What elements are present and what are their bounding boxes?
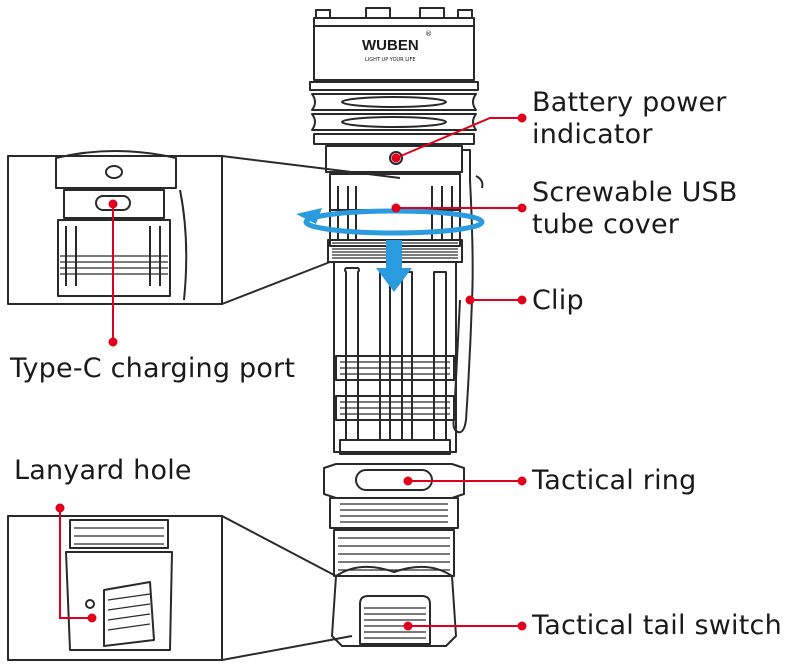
brand-registered-mark: ®: [425, 30, 432, 38]
tail-switch-label: Tactical tail switch: [532, 610, 782, 641]
rotate-arrow-icon: [296, 208, 485, 236]
down-arrow-icon: [376, 240, 412, 292]
leader-tail-switch: [403, 621, 527, 631]
leader-battery-indicator: [391, 113, 527, 163]
tail-cap: [331, 529, 457, 647]
lanyard-hole-label: Lanyard hole: [14, 455, 192, 486]
leader-tactical-ring: [403, 476, 527, 486]
inset-type-c-detail: [7, 150, 401, 305]
leader-usb-cover: [391, 203, 527, 213]
brand-tagline: LIGHT UP YOUR LIFE: [365, 57, 416, 63]
battery-indicator-label-line2: indicator: [532, 119, 653, 150]
flashlight-head: [309, 7, 479, 173]
usb-cover-label-line1: Screwable USB: [532, 177, 738, 208]
clip: [452, 149, 484, 434]
type-c-port-label: Type-C charging port: [10, 353, 296, 384]
leader-clip: [465, 295, 527, 305]
battery-indicator-label-line1: Battery power: [532, 87, 727, 118]
tactical-ring-label: Tactical ring: [532, 465, 697, 496]
flashlight-body: [333, 261, 457, 455]
tactical-ring: [323, 463, 465, 529]
leader-type-c-port: [108, 199, 118, 347]
brand-logo: WUBEN: [362, 37, 419, 54]
inset-lanyard-detail: [7, 515, 353, 661]
clip-label: Clip: [532, 285, 584, 316]
usb-cover-label-line2: tube cover: [532, 209, 680, 240]
leader-lanyard-hole: [55, 503, 97, 623]
